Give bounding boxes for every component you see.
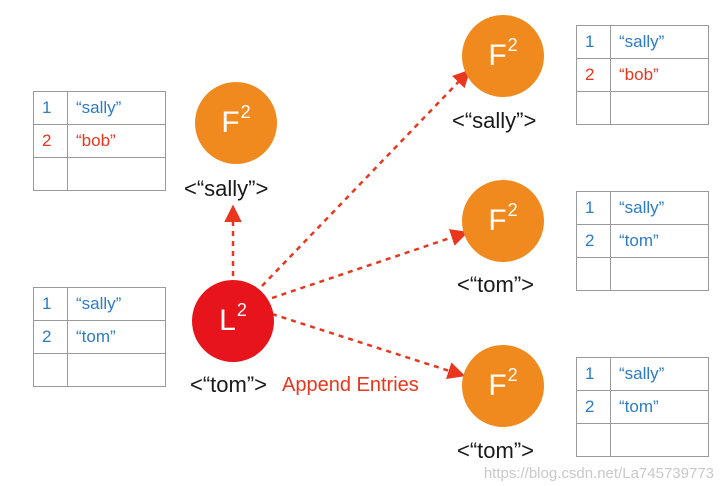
arrow-leader-to-right-middle-follower [271, 229, 469, 300]
log-row: 1“sally” [576, 25, 709, 59]
log-entry: “bob” [610, 58, 709, 92]
log-row [33, 353, 166, 387]
node-term: 2 [507, 364, 518, 385]
leader-value: <“tom”> [190, 372, 268, 397]
log-row [576, 257, 709, 291]
log-entry [610, 257, 709, 291]
node-term: 2 [507, 199, 518, 220]
log-entry [67, 353, 166, 387]
log-row: 1“sally” [576, 191, 709, 225]
log-row: 2“tom” [33, 320, 166, 354]
node-role: F [221, 106, 240, 139]
log-entry: “tom” [610, 224, 709, 258]
follower-right-middle-value: <“tom”> [457, 272, 535, 297]
log-row: 2“bob” [576, 58, 709, 92]
log-entry [610, 91, 709, 125]
log-entry [67, 157, 166, 191]
log-table-right-bottom: 1“sally”2“tom” [576, 357, 709, 457]
log-row [33, 157, 166, 191]
log-index: 1 [33, 91, 68, 125]
log-row [576, 423, 709, 457]
log-index [576, 91, 611, 125]
log-index [576, 423, 611, 457]
log-index: 2 [576, 224, 611, 258]
append-entries-label: Append Entries [282, 374, 419, 396]
log-index [576, 257, 611, 291]
log-index: 2 [33, 320, 68, 354]
log-entry: “bob” [67, 124, 166, 158]
log-index: 2 [576, 58, 611, 92]
node-role: L [219, 304, 236, 337]
node-role: F [488, 39, 507, 72]
log-row: 1“sally” [33, 287, 166, 321]
log-row: 2“bob” [33, 124, 166, 158]
log-index: 2 [576, 390, 611, 424]
log-index: 2 [33, 124, 68, 158]
log-index: 1 [576, 357, 611, 391]
node-term: 2 [507, 34, 518, 55]
log-entry: “tom” [67, 320, 166, 354]
log-entry: “sally” [67, 91, 166, 125]
node-term: 2 [236, 299, 247, 320]
log-entry: “sally” [610, 25, 709, 59]
watermark: https://blog.csdn.net/La745739773 [483, 465, 714, 482]
arrow-leader-to-right-top-follower [261, 69, 471, 287]
node-term: 2 [240, 101, 251, 122]
log-entry: “sally” [610, 191, 709, 225]
log-entry: “tom” [610, 390, 709, 424]
log-index [33, 353, 68, 387]
node-role: F [488, 369, 507, 402]
log-index: 1 [576, 25, 611, 59]
log-row: 2“tom” [576, 224, 709, 258]
log-table-right-middle: 1“sally”2“tom” [576, 191, 709, 291]
log-table-right-top: 1“sally”2“bob” [576, 25, 709, 125]
log-entry [610, 423, 709, 457]
follower-right-top-value: <“sally”> [452, 108, 537, 133]
log-index [33, 157, 68, 191]
log-row [576, 91, 709, 125]
log-index: 1 [576, 191, 611, 225]
follower-top-left-value: <“sally”> [184, 176, 269, 201]
log-index: 1 [33, 287, 68, 321]
arrow-leader-to-right-bottom-follower [271, 312, 466, 380]
log-row: 2“tom” [576, 390, 709, 424]
log-row: 1“sally” [576, 357, 709, 391]
log-table-leader: 1“sally”2“tom” [33, 287, 166, 387]
log-table-top-left: 1“sally”2“bob” [33, 91, 166, 191]
follower-right-bottom-value: <“tom”> [457, 438, 535, 463]
log-entry: “sally” [610, 357, 709, 391]
log-entry: “sally” [67, 287, 166, 321]
log-row: 1“sally” [33, 91, 166, 125]
node-role: F [488, 204, 507, 237]
